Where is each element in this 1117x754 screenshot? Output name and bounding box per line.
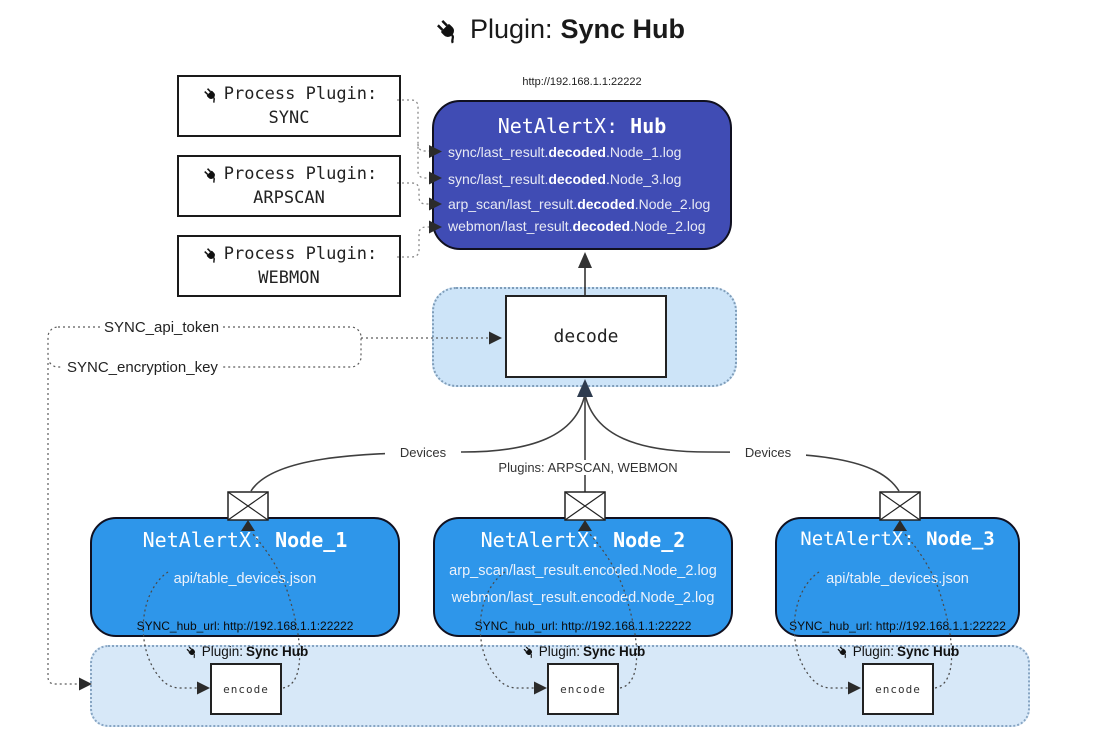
process-plugin-name: SYNC (268, 108, 310, 128)
node-box-node3: NetAlertX: Node_3 api/table_devices.json… (775, 517, 1020, 637)
setting-encryption-key: SYNC_encryption_key (63, 359, 222, 376)
plug-icon (201, 85, 220, 104)
process-plugin-label: Process Plugin: (223, 84, 378, 104)
hub-log: arp_scan/last_result.decoded.Node_2.log (448, 196, 711, 212)
node-file: arp_scan/last_result.encoded.Node_2.log (449, 563, 717, 579)
edge-label-plugins-middle: Plugins: ARPSCAN, WEBMON (480, 460, 696, 475)
encode-box: encode (547, 663, 619, 715)
plug-icon (184, 644, 199, 659)
hub-log: webmon/last_result.decoded.Node_2.log (448, 218, 706, 234)
page-title: Plugin: Sync Hub (0, 14, 1117, 45)
hub-title-name: Hub (630, 114, 667, 138)
node-hub-url: SYNC_hub_url: http://192.168.1.1:22222 (136, 619, 354, 633)
hub-box: NetAlertX: Hub sync/last_result.decoded.… (432, 100, 732, 250)
process-plugin-label: Process Plugin: (223, 164, 378, 184)
envelope-icon (227, 491, 269, 521)
process-plugin-label: Process Plugin: (223, 244, 378, 264)
encode-plugin-label: Plugin: Sync Hub (161, 644, 331, 659)
plug-icon (201, 245, 220, 264)
process-plugin-box-arpscan: Process Plugin: ARPSCAN (177, 155, 401, 217)
plug-icon (835, 644, 850, 659)
encode-box: encode (210, 663, 282, 715)
envelope-icon (564, 491, 606, 521)
plug-icon (201, 165, 220, 184)
node-title: NetAlertX: Node_2 (480, 528, 686, 552)
node-file: api/table_devices.json (173, 571, 317, 587)
encode-plugin-label: Plugin: Sync Hub (812, 644, 982, 659)
hub-title-prefix: NetAlertX: (497, 114, 631, 138)
page-title-prefix: Plugin: (469, 14, 553, 44)
node-file: webmon/last_result.encoded.Node_2.log (451, 590, 715, 606)
setting-api-token: SYNC_api_token (100, 319, 224, 336)
hub-log: sync/last_result.decoded.Node_1.log (448, 144, 682, 160)
node-box-node1: NetAlertX: Node_1 api/table_devices.json… (90, 517, 400, 637)
plug-icon (521, 644, 536, 659)
decode-label: decode (553, 326, 619, 347)
hub-log: sync/last_result.decoded.Node_3.log (448, 171, 682, 187)
node-hub-url: SYNC_hub_url: http://192.168.1.1:22222 (474, 619, 692, 633)
process-plugin-name: WEBMON (258, 268, 320, 288)
node-file: api/table_devices.json (826, 571, 969, 587)
node-title: NetAlertX: Node_3 (800, 528, 995, 550)
hub-url-label: http://192.168.1.1:22222 (522, 76, 642, 88)
envelope-icon (879, 491, 921, 521)
node-hub-url: SYNC_hub_url: http://192.168.1.1:22222 (789, 619, 1006, 633)
node-box-node2: NetAlertX: Node_2 arp_scan/last_result.e… (433, 517, 733, 637)
node-title: NetAlertX: Node_1 (142, 528, 348, 552)
process-plugin-box-sync: Process Plugin: SYNC (177, 75, 401, 137)
plug-icon (432, 15, 462, 45)
hub-title: NetAlertX: Hub (434, 114, 730, 138)
edge-label-devices-right: Devices (730, 445, 806, 460)
process-plugin-box-webmon: Process Plugin: WEBMON (177, 235, 401, 297)
encode-plugin-label: Plugin: Sync Hub (498, 644, 668, 659)
edge-label-devices-left: Devices (385, 445, 461, 460)
encode-box: encode (862, 663, 934, 715)
decode-box: decode (505, 295, 667, 378)
process-plugin-name: ARPSCAN (253, 188, 325, 208)
page-title-name: Sync Hub (560, 14, 686, 44)
